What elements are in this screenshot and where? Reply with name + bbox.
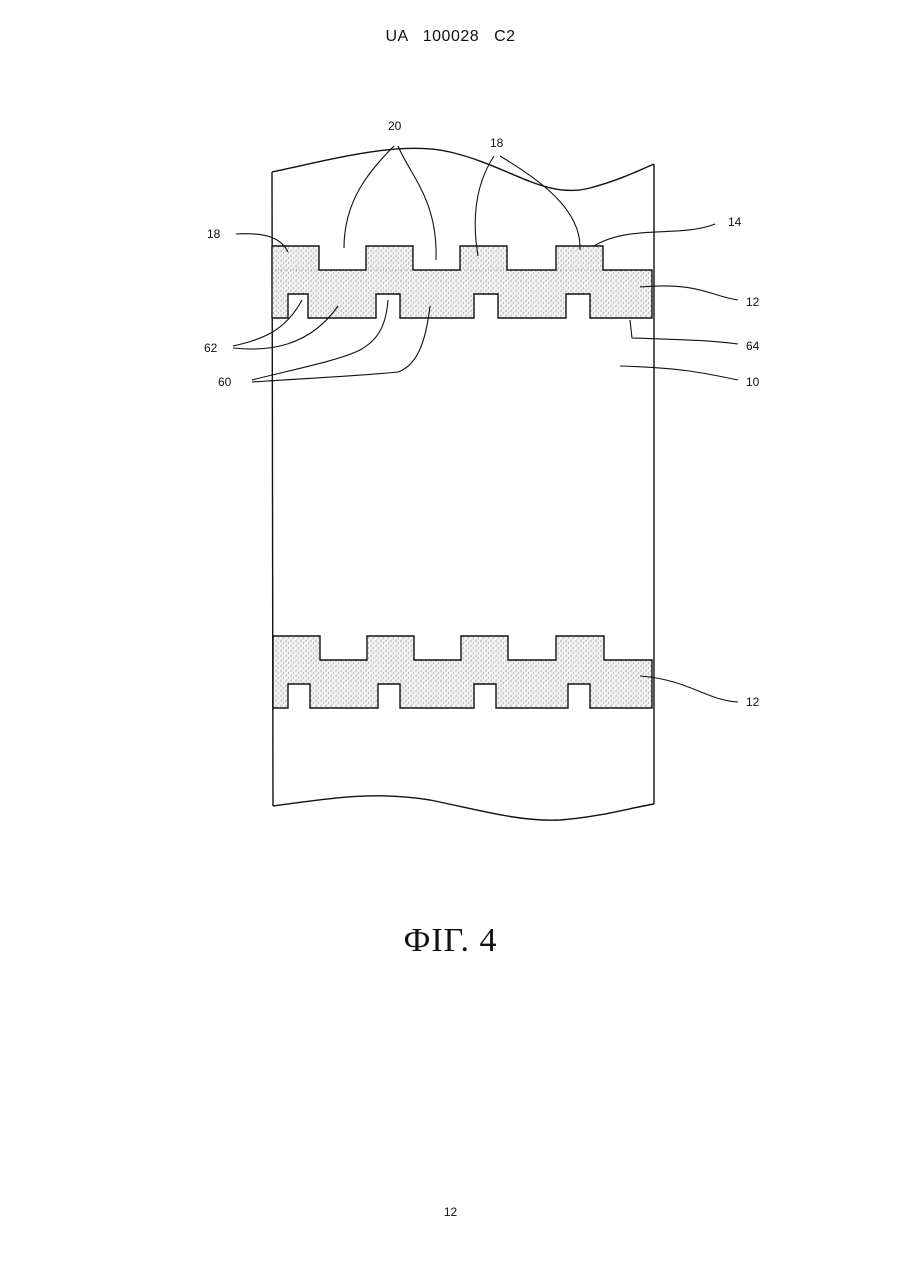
- leader-20-left: [344, 146, 394, 248]
- lower-castellated-layer: [273, 636, 652, 708]
- figure-caption: ФІГ. 4: [0, 922, 901, 960]
- ref-label-14: 14: [728, 215, 742, 229]
- leader-64: [630, 320, 738, 344]
- ref-label-18-left: 18: [207, 227, 221, 241]
- page-number: 12: [0, 1205, 901, 1219]
- substrate-bottom-wavy-edge: [273, 796, 654, 820]
- ref-label-10: 10: [746, 375, 760, 389]
- upper-castellated-layer: [272, 246, 652, 318]
- leader-62-a: [233, 300, 302, 346]
- ref-label-18-top: 18: [490, 136, 504, 150]
- ref-label-20: 20: [388, 119, 402, 133]
- ref-label-64: 64: [746, 339, 760, 353]
- ref-label-60: 60: [218, 375, 232, 389]
- substrate-top-wavy-edge: [272, 148, 654, 190]
- ref-label-12-upper: 12: [746, 295, 760, 309]
- ref-label-12-lower: 12: [746, 695, 760, 709]
- leader-20-right: [398, 146, 436, 260]
- leader-18-right: [500, 156, 580, 250]
- leader-18-left: [475, 156, 494, 256]
- leader-lines: [233, 146, 738, 702]
- leader-10: [620, 366, 738, 380]
- ref-label-62: 62: [204, 341, 218, 355]
